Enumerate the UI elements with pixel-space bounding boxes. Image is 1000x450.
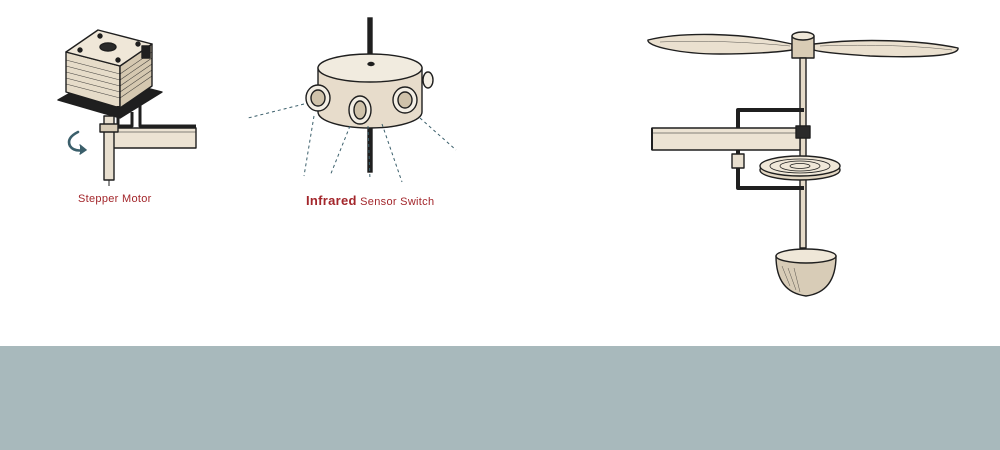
stepper-motor-label: Stepper Motor: [78, 193, 152, 205]
infrared-sensor-label: Infrared Sensor Switch: [306, 193, 434, 208]
infrared-word: Infrared: [306, 193, 357, 208]
footer-band: [0, 346, 1000, 450]
curved-arrow-icon: [69, 132, 86, 154]
sensor-switch-word: Sensor Switch: [360, 196, 434, 208]
stepper-motor-drawing: [58, 30, 196, 186]
propeller-assembly-drawing: [648, 32, 958, 296]
infrared-sensor-drawing: [248, 18, 456, 182]
